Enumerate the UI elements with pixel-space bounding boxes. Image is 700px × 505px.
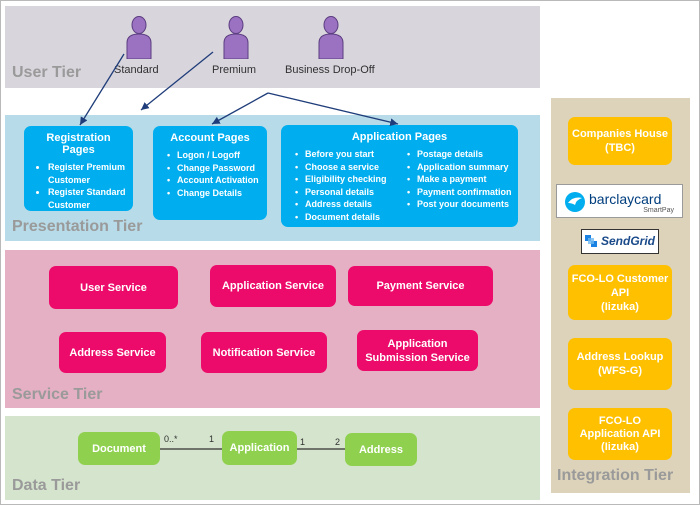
fco-customer-line2: API xyxy=(610,286,630,299)
address-entity: Address xyxy=(345,433,417,466)
business-user-icon xyxy=(318,16,344,59)
address-lookup-line1: Address Lookup xyxy=(576,351,664,363)
application-entity: Application xyxy=(222,431,297,465)
list-item: Before you start xyxy=(295,148,407,161)
premium-user-label: Premium xyxy=(212,64,257,76)
list-item: Account Activation xyxy=(167,174,261,187)
companies-house-line2: (TBC) xyxy=(605,142,635,154)
list-item: Change Password xyxy=(167,162,261,175)
business-user-label: Business Drop-Off xyxy=(285,64,375,76)
business-arrow-left xyxy=(211,92,269,125)
barclaycard-logo: barclaycard SmartPay xyxy=(556,184,683,218)
list-item: Personal details xyxy=(295,186,407,199)
companies-house: Companies House (TBC) xyxy=(568,117,672,165)
registration-pages-title: Registration Pages xyxy=(46,132,111,156)
list-item: Register Standard Customer xyxy=(48,186,127,211)
fco-app-line1: FCO-LO xyxy=(598,414,642,427)
user-tier-title: User Tier xyxy=(12,64,82,81)
application-service: Application Service xyxy=(210,265,336,307)
fco-lo-application-api: FCO-LO Application API (Iizuka) xyxy=(568,408,672,460)
premium-user-icon xyxy=(223,16,249,59)
user-tier xyxy=(5,6,540,88)
list-item: Change Details xyxy=(167,187,261,200)
user-service: User Service xyxy=(49,266,178,309)
address-service: Address Service xyxy=(59,332,166,373)
list-item: Document details xyxy=(295,211,407,224)
list-item: Postage details xyxy=(407,148,512,161)
service-tier-title: Service Tier xyxy=(12,386,103,403)
list-item: Choose a service xyxy=(295,161,407,174)
application-pages-panel: Application Pages Before you start Choos… xyxy=(281,125,518,227)
sendgrid-wordmark: SendGrid xyxy=(601,234,656,248)
fco-customer-line1: FCO-LO Customer xyxy=(571,272,669,285)
multiplicity-application-left: 1 xyxy=(209,434,215,444)
payment-service: Payment Service xyxy=(348,266,493,306)
submission-service-line2: Submission Service xyxy=(365,351,470,364)
barclaycard-wordmark: barclaycard xyxy=(589,191,662,207)
fco-customer-line3: (Iizuka) xyxy=(601,300,639,313)
list-item: Payment confirmation xyxy=(407,186,512,199)
document-entity: Document xyxy=(78,432,160,465)
application-pages-title: Application Pages xyxy=(351,131,448,143)
integration-tier-title: Integration Tier xyxy=(557,467,674,484)
multiplicity-address: 2 xyxy=(335,437,341,447)
fco-lo-customer-api: FCO-LO Customer API (Iizuka) xyxy=(568,265,672,320)
standard-user-icon xyxy=(126,16,152,59)
list-item: Logon / Logoff xyxy=(167,149,261,162)
standard-arrow xyxy=(79,53,125,126)
multiplicity-application-right: 1 xyxy=(300,437,306,447)
sendgrid-icon xyxy=(585,235,597,247)
list-item: Eligibility checking xyxy=(295,173,407,186)
standard-user-label: Standard xyxy=(114,64,159,76)
data-tier-title: Data Tier xyxy=(12,477,81,494)
presentation-tier-title: Presentation Tier xyxy=(12,218,143,235)
barclaycard-eagle-icon xyxy=(565,192,585,212)
smartpay-wordmark: SmartPay xyxy=(643,207,674,214)
address-lookup-line2: (WFS-G) xyxy=(598,365,642,377)
list-item: Address details xyxy=(295,198,407,211)
list-item: Post your documents xyxy=(407,198,512,211)
list-item: Register Premium Customer xyxy=(48,161,127,186)
sendgrid-logo: SendGrid xyxy=(581,229,659,254)
account-pages-panel: Account Pages Logon / Logoff Change Pass… xyxy=(153,126,267,220)
premium-arrow xyxy=(140,51,214,111)
list-item: Make a payment xyxy=(407,173,512,186)
account-pages-title: Account Pages xyxy=(170,132,250,144)
application-submission-service: Application Submission Service xyxy=(357,330,478,371)
address-lookup: Address Lookup (WFS-G) xyxy=(568,338,672,390)
multiplicity-document: 0..* xyxy=(164,434,178,444)
fco-app-line3: (Iizuka) xyxy=(601,440,639,453)
companies-house-line1: Companies House xyxy=(572,128,668,140)
registration-pages-panel: Registration Pages Register Premium Cust… xyxy=(24,126,133,211)
business-arrow-right xyxy=(267,92,399,126)
fco-app-line2: Application API xyxy=(579,427,661,440)
submission-service-line1: Application xyxy=(387,337,448,350)
notification-service: Notification Service xyxy=(201,332,327,373)
list-item: Application summary xyxy=(407,161,512,174)
